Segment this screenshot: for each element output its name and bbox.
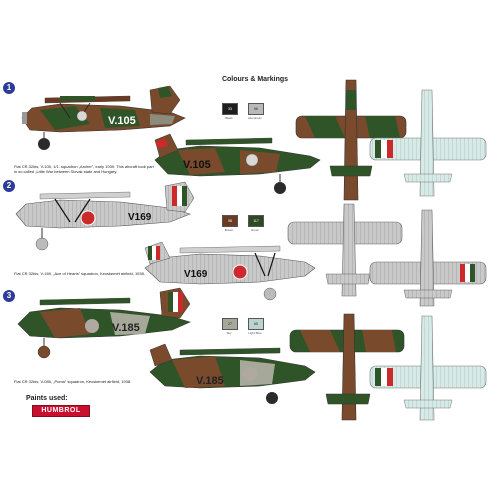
swatch-black-label: Black xyxy=(225,116,233,120)
scheme-3-caption: Fiat CR.32bis, V-085, „Puma” squadron, K… xyxy=(14,379,132,384)
scheme-2-code-b: V169 xyxy=(184,269,208,280)
swatch-light-blue-label: Light Blue xyxy=(248,331,262,335)
scheme-1-top-view xyxy=(295,79,407,201)
scheme-1-code-a: V.105 xyxy=(108,115,136,127)
scheme-2-top-view xyxy=(287,203,403,297)
scheme-number-3: 3 xyxy=(3,290,15,302)
scheme-3-code-b: V.185 xyxy=(196,375,224,387)
swatch-aluminium: 56 xyxy=(248,103,264,115)
humbrol-logo: HUMBROL xyxy=(32,405,90,417)
scheme-number-1: 1 xyxy=(3,82,15,94)
scheme-1-code-b: V.105 xyxy=(183,159,211,171)
swatch-light-blue: 65 xyxy=(248,318,264,330)
swatch-sky-label: Sky xyxy=(226,331,232,335)
scheme-2-caption: Fiat CR.32bis, V-169, „Ace of Hearts” sq… xyxy=(14,271,145,276)
swatch-brown: 98 xyxy=(222,215,238,227)
page-title: Colours & Markings xyxy=(221,76,289,83)
scheme-number-2: 2 xyxy=(3,180,15,192)
scheme-3-code-a: V.185 xyxy=(112,322,140,334)
swatch-aluminium-label: Aluminium xyxy=(247,116,262,120)
scheme-2-bottom-view xyxy=(369,209,487,307)
swatch-black: 33 xyxy=(222,103,238,115)
scheme-3-top-view xyxy=(289,313,405,421)
swatch-green: 117 xyxy=(248,215,264,227)
scheme-1-bottom-view xyxy=(369,89,487,197)
scheme-3-side-view-b: V.185 xyxy=(149,343,316,404)
swatch-sky: 27 xyxy=(222,318,238,330)
scheme-2-code-a: V169 xyxy=(128,212,152,223)
scheme-2-side-view-a: V169 xyxy=(15,181,195,251)
scheme-3-side-view-a: V.185 xyxy=(17,287,191,359)
swatch-green-label: Green xyxy=(250,228,260,232)
scheme-3-bottom-view xyxy=(369,315,487,421)
scheme-2-side-view-b: V169 xyxy=(144,241,316,301)
scheme-1-side-view-a: V.105 xyxy=(21,85,186,150)
scheme-1-side-view-b: V.105 xyxy=(154,133,321,194)
scheme-1-caption: Fiat CR.32bis, V-105, 1/1. squadron „Arc… xyxy=(14,164,154,174)
paints-used-label: Paints used: xyxy=(26,395,68,402)
swatch-brown-label: Brown xyxy=(224,228,234,232)
